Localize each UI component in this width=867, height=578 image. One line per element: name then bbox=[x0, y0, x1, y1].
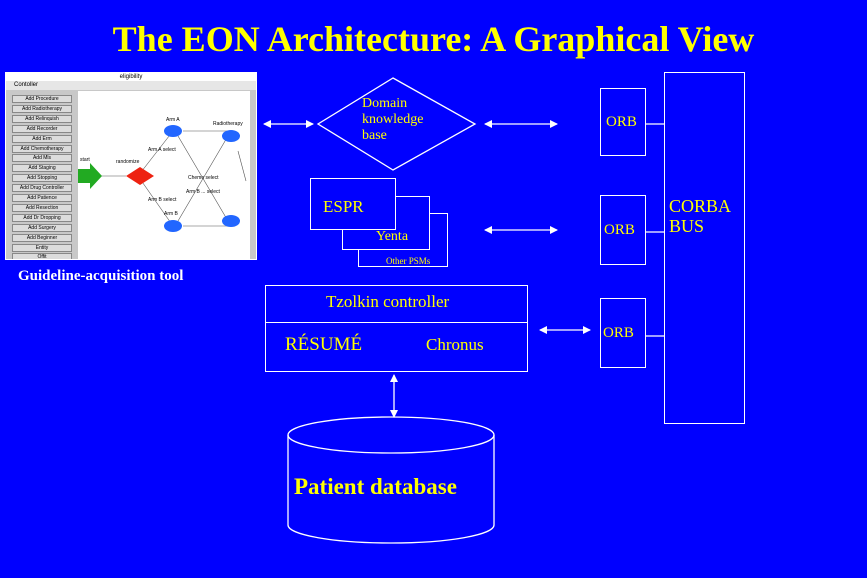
tool-button[interactable]: Offit bbox=[12, 253, 72, 259]
tool-button[interactable]: Add Erm bbox=[12, 134, 72, 143]
graph-label: Arm B select bbox=[148, 197, 177, 203]
orb-box-kb bbox=[600, 88, 646, 156]
corba-bus-box bbox=[664, 72, 745, 424]
tool-button[interactable]: Add Relinquish bbox=[12, 114, 72, 123]
resume-label: RÉSUMÉ bbox=[285, 334, 363, 355]
tool-button[interactable]: Add Resection bbox=[12, 203, 72, 212]
orb-box-psm bbox=[600, 195, 646, 265]
tool-button[interactable]: Add Surgery bbox=[12, 223, 72, 232]
graph-label: Chemo select bbox=[188, 175, 219, 181]
tool-window-title: eligibility bbox=[6, 73, 256, 81]
tool-button[interactable]: Entity bbox=[12, 243, 72, 252]
domain-kb-label: Domain knowledge base bbox=[362, 96, 424, 143]
tool-button[interactable]: Add Radiotherapy bbox=[12, 104, 72, 113]
arm-b-node bbox=[164, 220, 182, 232]
orb-label: ORB bbox=[604, 222, 635, 238]
chemo-node bbox=[222, 215, 240, 227]
other-psms-label: Other PSMs bbox=[386, 256, 431, 266]
tool-button[interactable]: Add Recorder bbox=[12, 124, 72, 133]
tool-button[interactable]: Add Dr Dropping bbox=[12, 213, 72, 222]
tool-button[interactable]: Add Mls bbox=[12, 154, 72, 163]
tzolkin-inner-box bbox=[265, 322, 528, 372]
graph-label: randomize bbox=[116, 159, 140, 165]
start-arrow bbox=[78, 163, 102, 189]
radiotherapy-node bbox=[222, 130, 240, 142]
graph-label: Arm A bbox=[166, 117, 180, 123]
graph-label: Arm A select bbox=[148, 147, 176, 153]
domain-kb-diamond bbox=[316, 77, 477, 171]
orb-label: ORB bbox=[606, 114, 637, 130]
graph-label: Radiotherapy bbox=[213, 121, 243, 127]
yenta-label: Yenta bbox=[376, 229, 409, 244]
patient-db-cylinder bbox=[287, 416, 495, 544]
tool-canvas: Arm A Radiotherapy Arm A select randomiz… bbox=[78, 91, 250, 259]
orb-box-tzolkin bbox=[600, 298, 646, 368]
tool-button[interactable]: Add Procedure bbox=[12, 95, 72, 103]
tool-caption: Guideline-acquisition tool bbox=[18, 268, 184, 284]
tool-button[interactable]: Add Patience bbox=[12, 194, 72, 202]
patient-db-label: Patient database bbox=[294, 474, 457, 499]
tool-window-subtitle: Contoller bbox=[6, 81, 256, 90]
graph-label: start bbox=[80, 157, 90, 163]
tool-button[interactable]: Add Beginner bbox=[12, 233, 72, 242]
guideline-graph: Arm A Radiotherapy Arm A select randomiz… bbox=[78, 117, 247, 232]
graph-label: Arm B ... select bbox=[186, 189, 221, 195]
tzolkin-title: Tzolkin controller bbox=[326, 292, 450, 311]
tool-button[interactable]: Add Drug Controller bbox=[12, 184, 72, 193]
corba-bus-label: CORBA BUS bbox=[669, 196, 731, 236]
tool-button[interactable]: Add Chemotherapy bbox=[12, 144, 72, 153]
slide-title: The EON Architecture: A Graphical View bbox=[112, 19, 755, 59]
espr-box bbox=[310, 178, 396, 230]
tool-button[interactable]: Add Staging bbox=[12, 164, 72, 173]
arm-a-node bbox=[164, 125, 182, 137]
randomize-node bbox=[126, 167, 154, 185]
graph-label: Arm B bbox=[164, 211, 179, 217]
espr-label: ESPR bbox=[323, 197, 364, 216]
tool-button[interactable]: Add Stopping bbox=[12, 174, 72, 183]
orb-label: ORB bbox=[603, 325, 634, 341]
chronus-label: Chronus bbox=[426, 335, 484, 354]
